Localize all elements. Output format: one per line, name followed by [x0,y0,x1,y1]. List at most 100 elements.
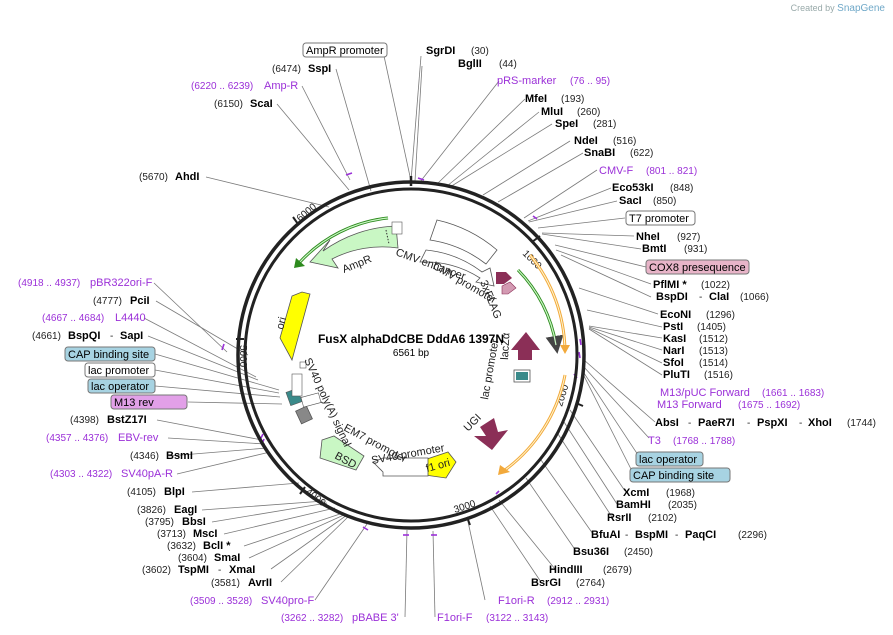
credit-prefix: Created by [790,3,835,13]
eagi-pos: (3826) [137,505,166,516]
pluti-label: PluTI [663,369,690,381]
sv40pro-pos: (3509 .. 3528) [190,596,252,607]
hindiii-pos: (2679) [603,565,632,576]
bfuai-label: BfuAI [591,529,620,541]
bbsi-label: BbsI [182,516,206,528]
lac-operator-left-label: lac operator [91,381,149,393]
absi-sep3: - [799,418,802,429]
m13puc-pos: (1661 .. 1683) [762,388,824,399]
scai-pos: (6150) [214,99,243,110]
bspdi-label: BspDI [656,291,688,303]
absi-sep2: - [747,418,750,429]
lac-operator-left-box [87,378,156,394]
rsrii-label: RsrII [607,512,631,524]
cox8-label: COX8 presequence [649,262,746,274]
t7-box [625,210,696,226]
orf-arcs [294,216,570,475]
tick-5000: 5000 [237,345,248,368]
bspqi-pos: (4661) [32,331,61,342]
bcli-pos: (3632) [167,541,196,552]
xhoi-pos: (1744) [847,418,876,429]
pluti-pos: (1516) [704,370,733,381]
tspmi-pos: (3602) [142,565,171,576]
lac-operator-right-box [635,451,704,467]
flag-feature [496,272,512,284]
bstz17i-label: BstZ17I [107,414,147,426]
sgrdi-label: SgrDI [426,45,455,57]
pflmi-pos: (1022) [701,280,730,291]
bbsi-pos: (3795) [145,517,174,528]
pflmi-label: PflMI * [653,279,687,291]
m13fwd-label: M13 Forward [657,399,722,411]
lac-operator-right-label: lac operator [639,454,697,466]
bspqi-label: BspQI [68,330,100,342]
bsu36i-label: Bsu36I [573,546,609,558]
ndei-pos: (516) [613,136,636,147]
ampr-primer-label: Amp-R [264,80,298,92]
bstz17i-pos: (4398) [70,415,99,426]
msci-pos: (3713) [157,529,186,540]
sgrdi-pos: (30) [471,46,489,57]
smai-label: SmaI [214,552,240,564]
smai-pos: (3604) [178,553,207,564]
prs-label: pRS-marker [497,75,557,87]
t3-label: T3 [648,435,661,447]
pspxi-label: PspXI [757,417,788,429]
tspmi-label: TspMI [178,564,209,576]
snabi-label: SnaBI [584,147,615,159]
mlui-pos: (260) [577,107,600,118]
pbabe-pos: (3262 .. 3282) [281,613,343,624]
clai-label: ClaI [709,291,729,303]
primer-markers [221,172,582,536]
pbr322-label: pBR322ori-F [90,277,153,289]
rsrii-pos: (2102) [648,513,677,524]
paqci-pos: (2296) [738,530,767,541]
mfei-pos: (193) [561,94,584,105]
psti-label: PstI [663,321,683,333]
xcmi-label: XcmI [623,487,649,499]
f1orif-pos: (3122 .. 3143) [486,613,548,624]
lac-promoter-label: lac promoter [479,338,501,401]
spei-label: SpeI [555,118,578,130]
ampr-feature [309,225,399,269]
sv40par-pos: (4303 .. 4322) [50,469,112,480]
avrii-label: AvrII [248,577,272,589]
bsmi-pos: (4346) [130,451,159,462]
f1orir-label: F1ori-R [498,595,535,607]
bmti-pos: (931) [684,244,707,255]
bglii-label: BglII [458,58,482,70]
pbr322-pos: (4918 .. 4937) [18,278,80,289]
sapi-label: SapI [120,330,143,342]
plasmid-name: FusX alphaDdCBE DddA6 1397N [318,332,504,346]
ampr-promoter-label: AmpR promoter [306,45,384,57]
scai-label: ScaI [250,98,273,110]
prs-pos: (76 .. 95) [570,76,610,87]
features [279,219,540,479]
lacz-feature [511,332,540,360]
plasmid-length: 6561 bp [393,348,430,359]
bfuai-sep2: - [675,530,678,541]
paer7i-label: PaeR7I [698,417,735,429]
ori-label: ori [274,316,289,331]
xcmi-pos: (1968) [666,488,695,499]
cap-left-box [64,346,156,362]
avrii-pos: (3581) [211,578,240,589]
hindiii-label: HindIII [549,564,583,576]
bglii-pos: (44) [499,59,517,70]
lacz-label: lacZα [499,332,512,360]
ampr-primer-pos: (6220 .. 6239) [191,81,253,92]
absi-sep1: - [688,418,691,429]
bsrgi-pos: (2764) [576,578,605,589]
sspi-label: SspI [308,63,331,75]
f1orif-label: F1ori-F [437,612,473,624]
plasmid-backbone [236,176,586,530]
blpi-label: BlpI [164,486,185,498]
f1orir-pos: (2912 .. 2931) [547,596,609,607]
l4440-label: L4440 [115,312,146,324]
cmv-enhancer-feature [429,219,498,265]
m13puc-label: M13/pUC Forward [660,387,750,399]
sv40pro-label: SV40pro-F [261,595,314,607]
pbabe-label: pBABE 3' [352,612,399,624]
spei-pos: (281) [593,119,616,130]
